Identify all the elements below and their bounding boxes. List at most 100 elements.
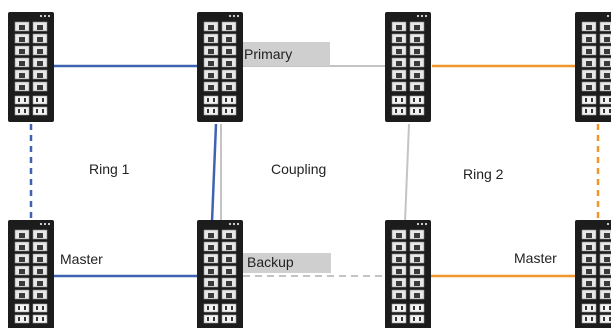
port-socket (208, 25, 214, 30)
port-socket (208, 281, 214, 286)
sfp-pin (413, 109, 415, 113)
sfp-pin (395, 306, 397, 310)
port-socket (586, 281, 592, 286)
sfp-pin (585, 317, 587, 321)
port-socket (208, 257, 214, 262)
status-led (424, 14, 428, 18)
sfp-pin (395, 98, 397, 102)
sfp-pin (401, 98, 403, 102)
status-led (232, 14, 236, 18)
sfp-pin (213, 109, 215, 113)
port-socket (19, 233, 25, 238)
port-socket (396, 257, 402, 262)
port-socket (604, 293, 610, 298)
status-led (232, 222, 236, 226)
port-socket (604, 269, 610, 274)
port-socket (586, 269, 592, 274)
primary-tag-background (238, 42, 330, 66)
port-socket (604, 25, 610, 30)
port-socket (208, 245, 214, 250)
sfp-pin (609, 98, 611, 102)
port-socket (19, 269, 25, 274)
port-socket (208, 85, 214, 90)
sfp-pin (609, 109, 611, 113)
port-socket (414, 49, 420, 54)
switch-ring1-top-left (8, 12, 54, 122)
status-led (39, 222, 43, 226)
sfp-pin (42, 306, 44, 310)
port-socket (37, 25, 43, 30)
status-led (43, 222, 47, 226)
sfp-port (599, 106, 611, 116)
coupling-right-vertical (404, 123, 410, 223)
sfp-pin (225, 306, 227, 310)
port-socket (586, 293, 592, 298)
sfp-port (14, 314, 30, 324)
sfp-port (14, 303, 30, 313)
status-led (228, 222, 232, 226)
sfp-port (391, 303, 407, 313)
sfp-pin (419, 98, 421, 102)
sfp-port (599, 314, 611, 324)
status-led (420, 222, 424, 226)
status-led (236, 14, 240, 18)
port-socket (586, 257, 592, 262)
switch-ring2-bottom-right (575, 220, 611, 328)
sfp-pin (609, 317, 611, 321)
sfp-pin (42, 109, 44, 113)
sfp-pin (225, 317, 227, 321)
switch-ring2-top-left (385, 12, 431, 122)
sfp-pin (603, 109, 605, 113)
port-socket (19, 49, 25, 54)
sfp-port (409, 106, 425, 116)
port-socket (396, 233, 402, 238)
backup-tag-background (241, 253, 331, 273)
ring1-label: Ring 1 (89, 161, 130, 177)
sfp-port (581, 303, 597, 313)
port-socket (414, 61, 420, 66)
port-socket (226, 281, 232, 286)
port-socket (586, 73, 592, 78)
sfp-pin (591, 98, 593, 102)
sfp-port (221, 106, 237, 116)
sfp-pin (18, 98, 20, 102)
sfp-pin (401, 306, 403, 310)
port-socket (19, 25, 25, 30)
status-led (606, 222, 610, 226)
port-socket (37, 293, 43, 298)
port-socket (414, 25, 420, 30)
port-socket (604, 61, 610, 66)
switch-ring2-top-right (575, 12, 611, 122)
sfp-port (203, 95, 219, 105)
sfp-pin (401, 317, 403, 321)
port-socket (208, 293, 214, 298)
port-socket (414, 85, 420, 90)
port-socket (226, 269, 232, 274)
sfp-port (32, 314, 48, 324)
switch-ring1-top-right (197, 12, 243, 122)
port-socket (586, 49, 592, 54)
sfp-port (14, 95, 30, 105)
port-socket (414, 257, 420, 262)
sfp-pin (213, 98, 215, 102)
port-socket (19, 61, 25, 66)
port-socket (604, 73, 610, 78)
sfp-pin (395, 109, 397, 113)
sfp-port (409, 303, 425, 313)
sfp-pin (36, 306, 38, 310)
sfp-pin (225, 109, 227, 113)
port-socket (19, 257, 25, 262)
port-socket (604, 85, 610, 90)
sfp-port (203, 303, 219, 313)
port-socket (396, 73, 402, 78)
port-socket (226, 233, 232, 238)
port-socket (604, 49, 610, 54)
sfp-pin (36, 317, 38, 321)
status-led (43, 14, 47, 18)
backup-label: Backup (247, 254, 294, 270)
port-socket (396, 25, 402, 30)
port-socket (226, 25, 232, 30)
status-led (39, 14, 43, 18)
sfp-port (203, 314, 219, 324)
